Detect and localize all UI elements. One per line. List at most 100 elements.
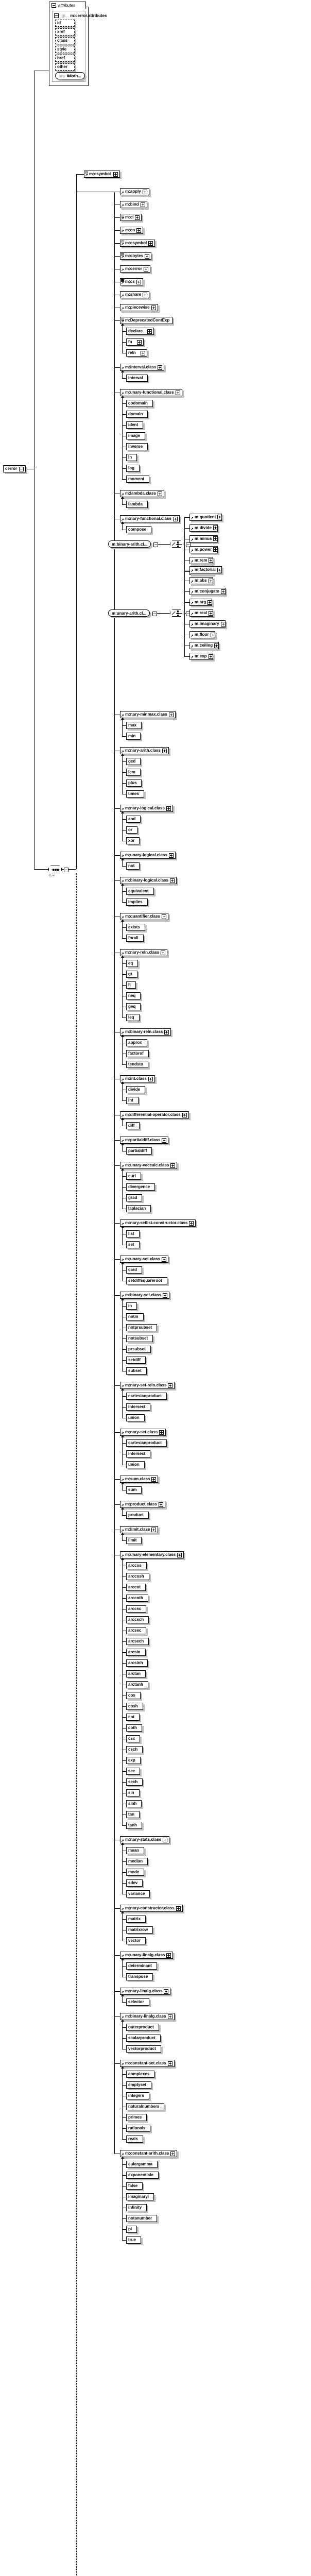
element-m:abs[interactable]: ↗m:abs [189,577,213,584]
member-mode[interactable]: mode [126,1869,144,1876]
class-m:bind[interactable]: ↗m:bind [120,201,147,208]
member-card[interactable]: card [126,1266,142,1274]
member-arcsin[interactable]: arcsin [126,1649,146,1656]
group-toggle-icon[interactable] [54,13,59,18]
expand-icon[interactable] [170,1163,176,1168]
class-m:interval.class[interactable]: ↗m:interval.class [120,364,164,371]
member-arccoth[interactable]: arccoth [126,1595,148,1602]
expand-icon[interactable] [136,279,141,284]
member-matrix[interactable]: matrix [126,1916,146,1923]
class-m:unary-elementary.class[interactable]: ↗m:unary-elementary.class [120,1551,184,1558]
choice-compositor[interactable] [170,540,183,548]
member-exponentiale[interactable]: exponentiale [126,2172,159,2179]
member-median[interactable]: median [126,1858,148,1865]
member-intersect[interactable]: intersect [126,1450,150,1458]
element-m:power[interactable]: ↗m:power [189,546,218,553]
expand-icon[interactable] [166,806,171,811]
element-m:exp[interactable]: ↗m:exp [189,653,213,660]
attribute-href[interactable]: href [55,55,75,62]
member-xor[interactable]: xor [126,837,140,844]
group-m:binary-arith.cl...[interactable]: m:binary-arith.cl... [108,540,151,548]
expand-icon[interactable] [173,516,178,521]
class-m:binary-linalg.class[interactable]: ↗m:binary-linalg.class [120,2013,175,2020]
member-equivalent[interactable]: equivalent [126,888,154,895]
member-not[interactable]: not [126,862,140,870]
class-m:unary-linalg.class[interactable]: ↗m:unary-linalg.class [120,1952,173,1959]
member-matrixrow[interactable]: matrixrow [126,1926,153,1934]
member-lcm[interactable]: lcm [126,769,141,776]
expand-icon[interactable] [177,1552,182,1557]
expand-icon[interactable] [182,1112,187,1117]
member-notanumber[interactable]: notanumber [126,2215,157,2222]
member-declare[interactable]: declare [126,328,154,335]
member-sum[interactable]: sum [126,1486,142,1494]
expand-icon[interactable] [143,292,148,297]
expand-icon[interactable] [161,950,166,955]
member-cos[interactable]: cos [126,1692,141,1699]
expand-icon[interactable] [213,547,218,552]
member-union[interactable]: union [126,1461,145,1468]
class-m:nary-stats.class[interactable]: ↗m:nary-stats.class [120,1836,169,1843]
expand-icon[interactable] [213,526,218,530]
expand-icon[interactable] [164,1029,169,1035]
expand-icon[interactable] [176,390,180,395]
attribute-xref[interactable]: xref [55,28,75,36]
expand-icon[interactable] [214,643,219,648]
expand-icon[interactable] [217,567,222,572]
element-m:divide[interactable]: ↗m:divide [189,524,218,532]
expand-icon[interactable] [189,1221,194,1226]
class-m:DeprecatedContExp[interactable]: ↗m:DeprecatedContExp [120,317,172,324]
class-m:nary-reln.class[interactable]: ↗m:nary-reln.class [120,949,167,956]
class-m:int.class[interactable]: ↗m:int.class [120,1075,155,1082]
class-m:product.class[interactable]: ↗m:product.class [120,1501,165,1508]
any-attribute-wildcard[interactable]: any##oth... [55,72,85,79]
expand-icon[interactable] [162,748,167,753]
member-cartesianproduct[interactable]: cartesianproduct [126,1393,167,1400]
member-image[interactable]: image [126,432,145,439]
member-coth[interactable]: coth [126,1724,142,1732]
expand-icon[interactable] [168,1383,173,1388]
expand-icon[interactable] [136,228,142,233]
member-cartesianproduct[interactable]: cartesianproduct [126,1439,167,1447]
class-m:nary-constructor.class[interactable]: ↗m:nary-constructor.class [120,1905,183,1912]
member-interval[interactable]: interval [126,375,148,382]
member-vector[interactable]: vector [126,1937,146,1944]
class-m:nary-arith.class[interactable]: ↗m:nary-arith.class [120,747,169,754]
member-codomain[interactable]: codomain [126,400,153,407]
expand-icon[interactable] [213,536,218,541]
member-divergence[interactable]: divergence [126,1183,155,1191]
member-cot[interactable]: cot [126,1714,140,1721]
expand-icon[interactable] [217,515,222,519]
member-csch[interactable]: csch [126,1746,143,1753]
expand-icon[interactable] [162,914,167,919]
expand-icon[interactable] [145,253,150,259]
expand-icon[interactable] [170,2151,176,2156]
member-plus[interactable]: plus [126,779,142,787]
class-m:nary-logical.class[interactable]: ↗m:nary-logical.class [120,805,173,812]
element-m:minus[interactable]: ↗m:minus [189,535,218,543]
class-m:quantifier.class[interactable]: ↗m:quantifier.class [120,913,168,920]
expand-icon[interactable] [144,266,148,272]
expand-icon[interactable] [208,600,213,605]
member-sinh[interactable]: sinh [126,1800,142,1807]
attribute-class[interactable]: class [55,37,75,44]
expand-icon[interactable] [208,578,213,583]
class-m:cerror[interactable]: ↗m:cerror [120,265,150,273]
root-toggle-icon[interactable] [19,466,24,471]
element-m:real[interactable]: ↗m:real [189,609,214,617]
expand-icon[interactable] [163,1837,168,1842]
expand-icon[interactable] [163,1293,168,1298]
element-m:arg[interactable]: ↗m:arg [189,599,213,606]
member-selector[interactable]: selector [126,1998,149,2006]
member-notsubset[interactable]: notsubset [126,1335,153,1342]
member-intersect[interactable]: intersect [126,1403,150,1411]
expand-icon[interactable] [143,189,147,194]
class-m:ci[interactable]: ↗m:ci [120,214,142,221]
expand-icon[interactable] [209,558,214,563]
element-m:ceiling[interactable]: ↗m:ceiling [189,642,219,649]
element-m:floor[interactable]: ↗m:floor [189,631,215,638]
member-setdiff[interactable]: setdiff [126,1357,146,1364]
element-m:conjugate[interactable]: ↗m:conjugate [189,588,226,595]
member-approx[interactable]: approx [126,1039,147,1046]
member-arccsc[interactable]: arccsc [126,1605,146,1613]
